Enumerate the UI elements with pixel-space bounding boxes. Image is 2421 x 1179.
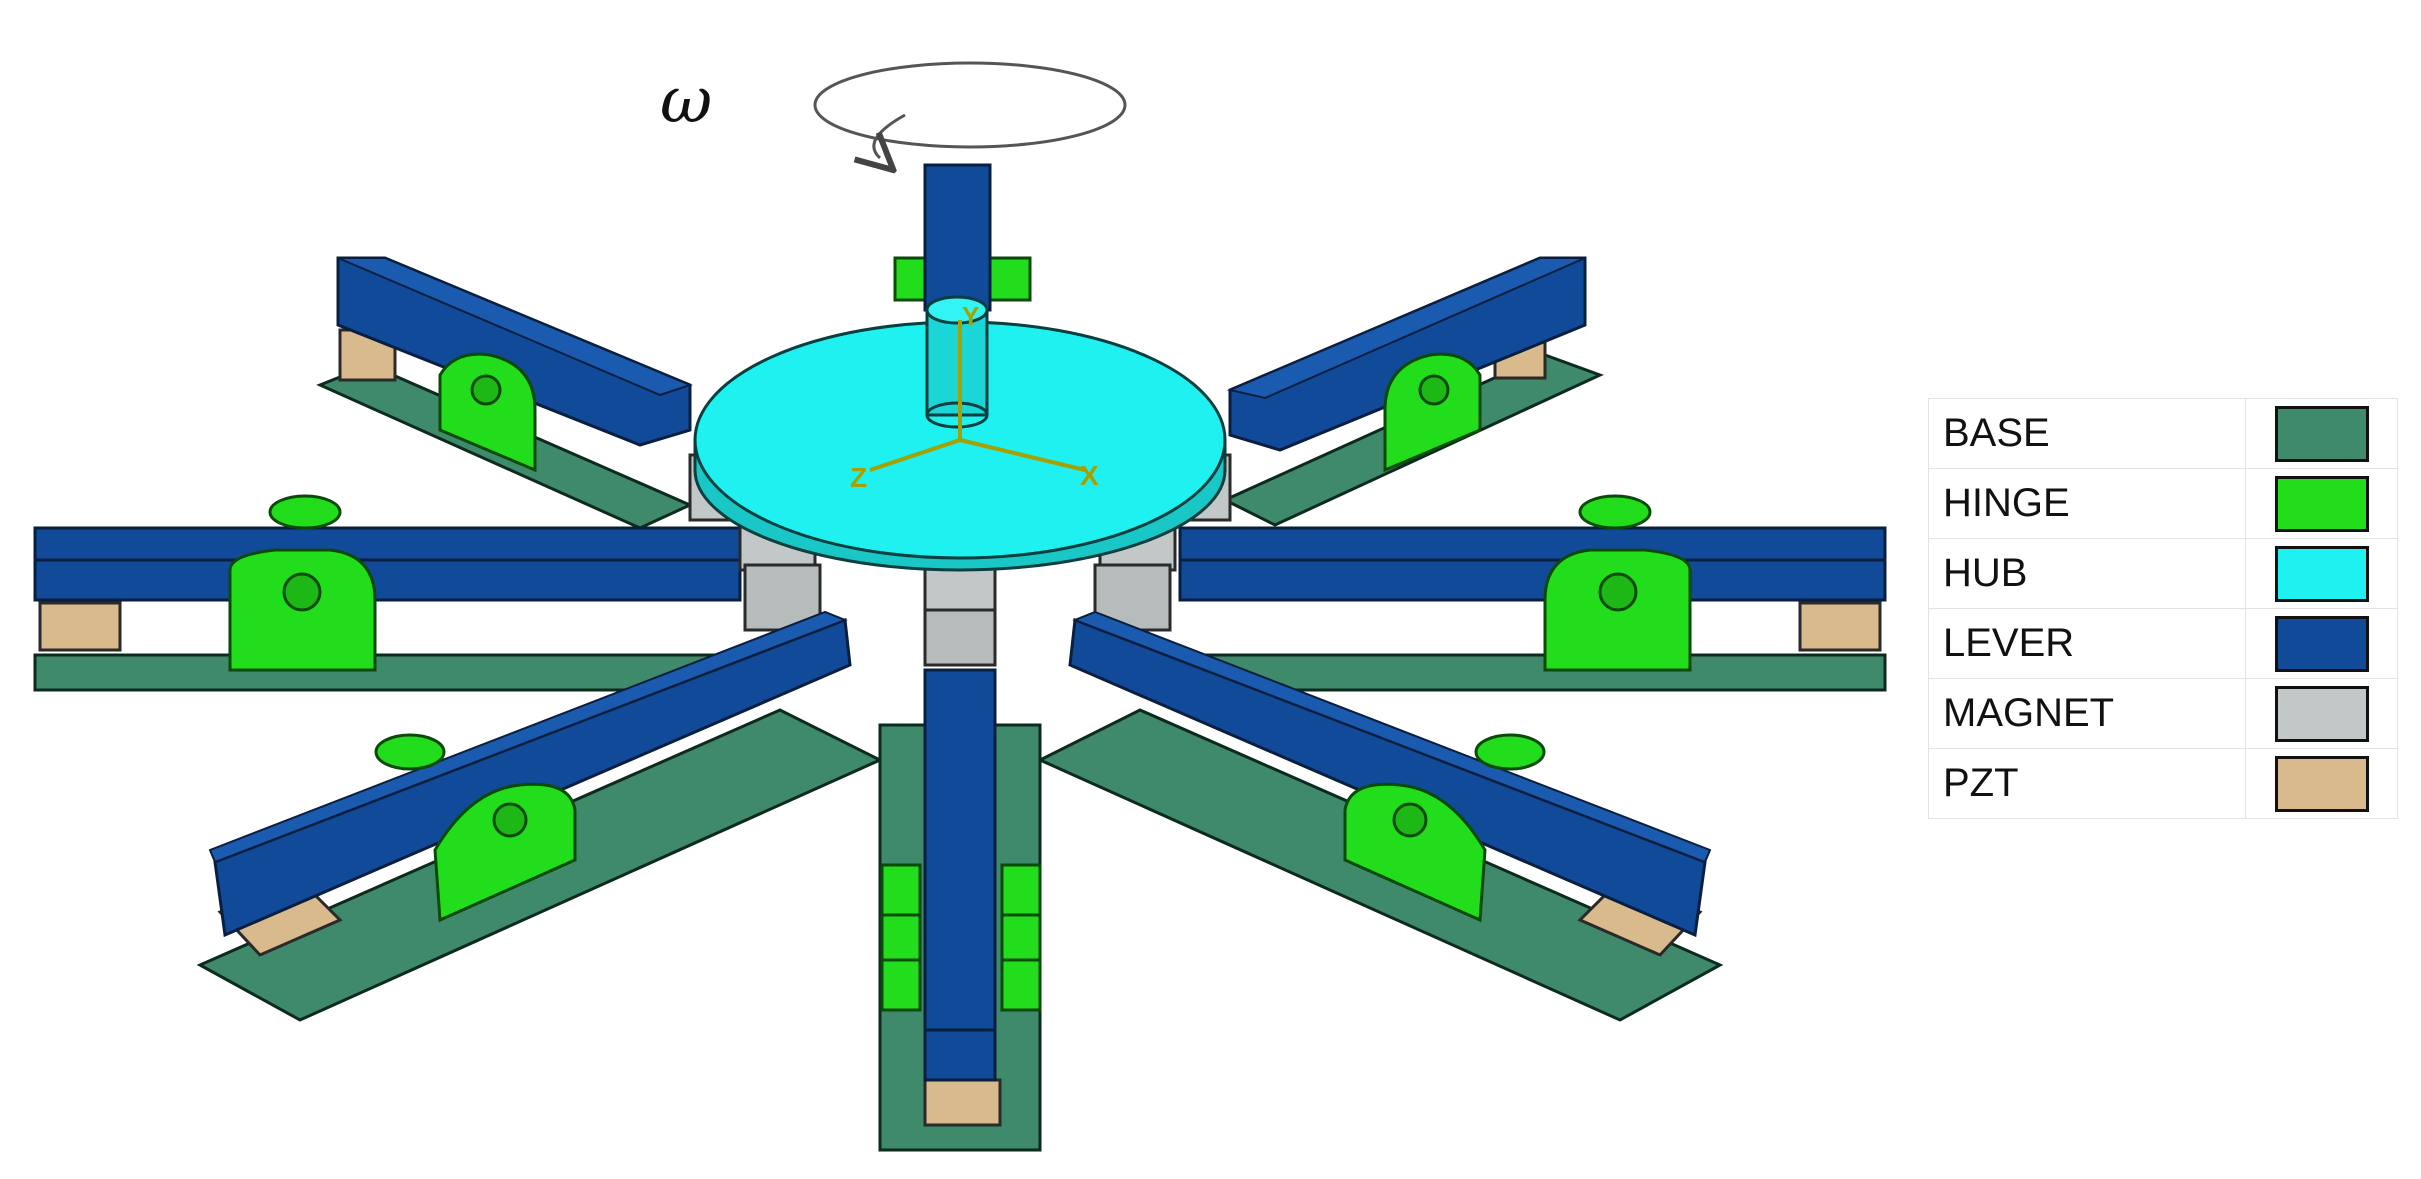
hinge-block [1343, 782, 1487, 923]
hub-shaft-base [925, 401, 989, 429]
hub-shaft [925, 308, 989, 417]
arm-back-right [1221, 256, 1604, 527]
hinge-far [1578, 494, 1652, 530]
arm-left [33, 494, 742, 692]
arm-back-left [316, 256, 694, 530]
rotation-arrow [874, 113, 906, 158]
legend-label: LEVER [1928, 608, 2246, 679]
legend-label: BASE [1928, 398, 2246, 469]
hinge-hole [470, 374, 502, 406]
legend-swatch [2274, 755, 2369, 812]
legend-row-pzt: PZT [1928, 748, 2398, 819]
arm-front-left [196, 610, 884, 1022]
pzt-block [923, 1078, 1002, 1127]
legend-row-hinge: HINGE [1928, 468, 2398, 539]
legend-row-base: BASE [1928, 398, 2398, 469]
lever-top [1072, 610, 1712, 864]
legend-swatch [2274, 615, 2369, 672]
hinge-far [1474, 733, 1546, 771]
hinge-far [268, 494, 342, 530]
legend-swatch-cell [2245, 468, 2398, 539]
legend-label: HUB [1928, 538, 2246, 609]
axis-y-label: Y [962, 301, 979, 331]
arm-front [878, 668, 1042, 1152]
legend-swatch-cell [2245, 748, 2398, 819]
legend-row-magnet: MAGNET [1928, 678, 2398, 749]
hub-assembly: Y X Z [688, 295, 1232, 667]
legend-swatch [2274, 545, 2369, 602]
legend-swatch-cell [2245, 398, 2398, 469]
rotation-indicator: ω [660, 61, 1127, 158]
hinge-hole [1418, 374, 1450, 406]
legend-swatch [2274, 475, 2369, 532]
pzt-block [38, 601, 122, 652]
hinge-hole [492, 802, 528, 838]
lever-top [337, 257, 693, 397]
pzt-block [1798, 601, 1882, 652]
lever-bar [923, 668, 997, 1082]
hinge-hole [1392, 802, 1428, 838]
legend-swatch [2274, 405, 2369, 462]
legend-row-lever: LEVER [1928, 608, 2398, 679]
hinge-hole [282, 572, 322, 612]
lever-top [1226, 257, 1586, 400]
hinge-far [374, 733, 446, 771]
legend-swatch-cell [2245, 538, 2398, 609]
hinge-block-right [1000, 863, 1042, 1012]
legend-swatch [2274, 685, 2369, 742]
lever-bar [1178, 526, 1887, 602]
legend-label: HINGE [1928, 468, 2246, 539]
hinge-hole [1598, 572, 1638, 612]
rotation-ellipse [813, 61, 1127, 149]
legend-swatch-cell [2245, 608, 2398, 679]
hinge-block [433, 782, 577, 923]
legend-swatch-cell [2245, 678, 2398, 749]
legend-row-hub: HUB [1928, 538, 2398, 609]
legend-label: PZT [1928, 748, 2246, 819]
lever-bar [33, 526, 742, 602]
hinge-block-right [988, 256, 1032, 302]
arm-back [893, 163, 1032, 312]
lever-top [208, 610, 848, 864]
lever-bar [923, 163, 992, 312]
arm-right [1178, 494, 1887, 692]
legend-label: MAGNET [1928, 678, 2246, 749]
hub-shaft-top [925, 295, 989, 325]
hinge-block [1383, 352, 1482, 473]
arm-front-right [1036, 610, 1724, 1022]
hinge-block [438, 352, 537, 473]
omega-label: ω [660, 64, 712, 138]
base-plate [33, 653, 737, 692]
coordinate-axes [869, 320, 1086, 472]
hinge-block-left [880, 863, 922, 1012]
axis-z-label: Z [850, 462, 867, 493]
axis-x-label: X [1080, 460, 1099, 491]
